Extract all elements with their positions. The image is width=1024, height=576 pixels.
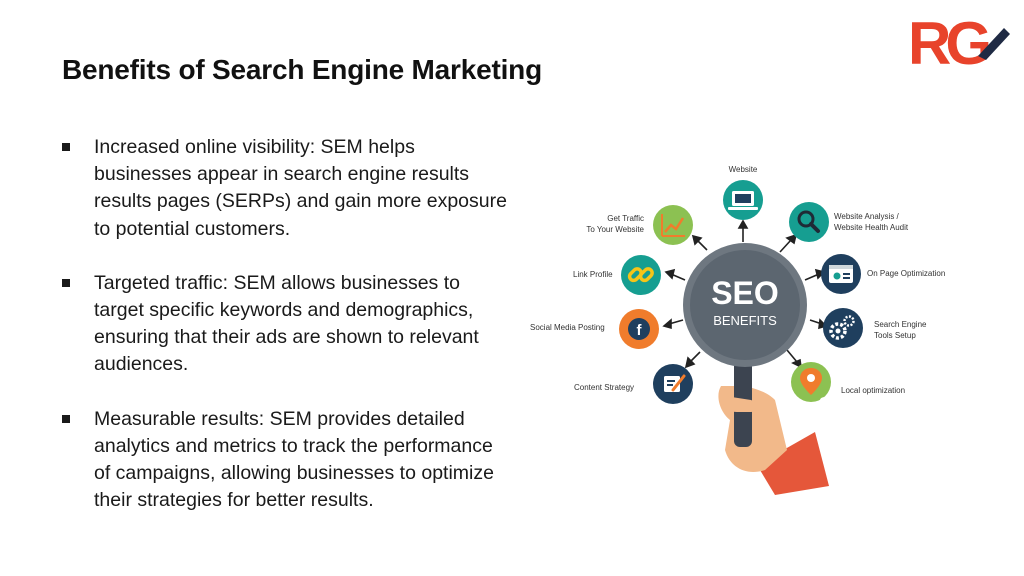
bullet-item: Targeted traffic: SEM allows businesses … <box>62 270 512 379</box>
bullet-item: Measurable results: SEM provides detaile… <box>62 406 512 515</box>
label-on-page-optimization: On Page Optimization <box>867 269 945 278</box>
sleeve-shape <box>757 432 829 495</box>
magnifier-icon <box>797 210 820 233</box>
label-to-your-website: To Your Website <box>586 225 644 234</box>
bullet-text: Targeted traffic: SEM allows businesses … <box>94 271 479 376</box>
seo-center-title: SEO <box>711 275 779 311</box>
bullet-item: Increased online visibility: SEM helps b… <box>62 134 512 243</box>
bullet-marker <box>62 414 70 423</box>
label-link-profile: Link Profile <box>573 270 613 279</box>
growth-chart-icon <box>661 214 685 237</box>
bullet-marker <box>62 278 70 287</box>
rg-logo-text: RG <box>908 10 988 70</box>
label-social-media-posting: Social Media Posting <box>530 323 605 332</box>
tools-circle <box>823 308 863 348</box>
bullet-marker <box>62 143 70 151</box>
label-content-strategy: Content Strategy <box>574 383 634 392</box>
label-website-analysis: Website Analysis / <box>834 212 900 221</box>
map-pin-icon <box>800 368 830 403</box>
label-get-traffic: Get Traffic <box>607 214 644 223</box>
seo-center-subtitle: BENEFITS <box>713 313 777 328</box>
rg-logo: RG <box>906 8 1014 77</box>
magnifier-lens <box>690 250 800 360</box>
bullet-list: Increased online visibility: SEM helps b… <box>62 134 512 541</box>
label-website-health-audit: Website Health Audit <box>834 223 909 232</box>
logo-arrow-shape <box>978 28 1010 60</box>
label-search-engine: Search Engine <box>874 320 927 329</box>
slide-title: Benefits of Search Engine Marketing <box>62 54 542 85</box>
edit-document-icon <box>664 374 686 392</box>
label-tools-setup: Tools Setup <box>874 331 916 340</box>
bullet-text: Increased online visibility: SEM helps b… <box>94 136 507 240</box>
browser-window-icon <box>829 265 853 283</box>
rg-logo-icon: RG <box>908 10 1010 77</box>
bullet-text: Measurable results: SEM provides detaile… <box>94 407 494 512</box>
seo-benefits-diagram: SEO BENEFITS Website Website Analysis / … <box>530 165 945 495</box>
label-website: Website <box>729 165 758 174</box>
svg-text:f: f <box>637 322 643 339</box>
link-chain-icon <box>627 267 654 283</box>
thumb-shape <box>723 396 756 412</box>
gears-icon <box>829 315 855 340</box>
monitor-icon <box>728 191 758 210</box>
label-local-optimization: Local optimization <box>841 386 905 395</box>
facebook-icon: f <box>628 318 650 340</box>
analysis-circle <box>789 202 829 242</box>
